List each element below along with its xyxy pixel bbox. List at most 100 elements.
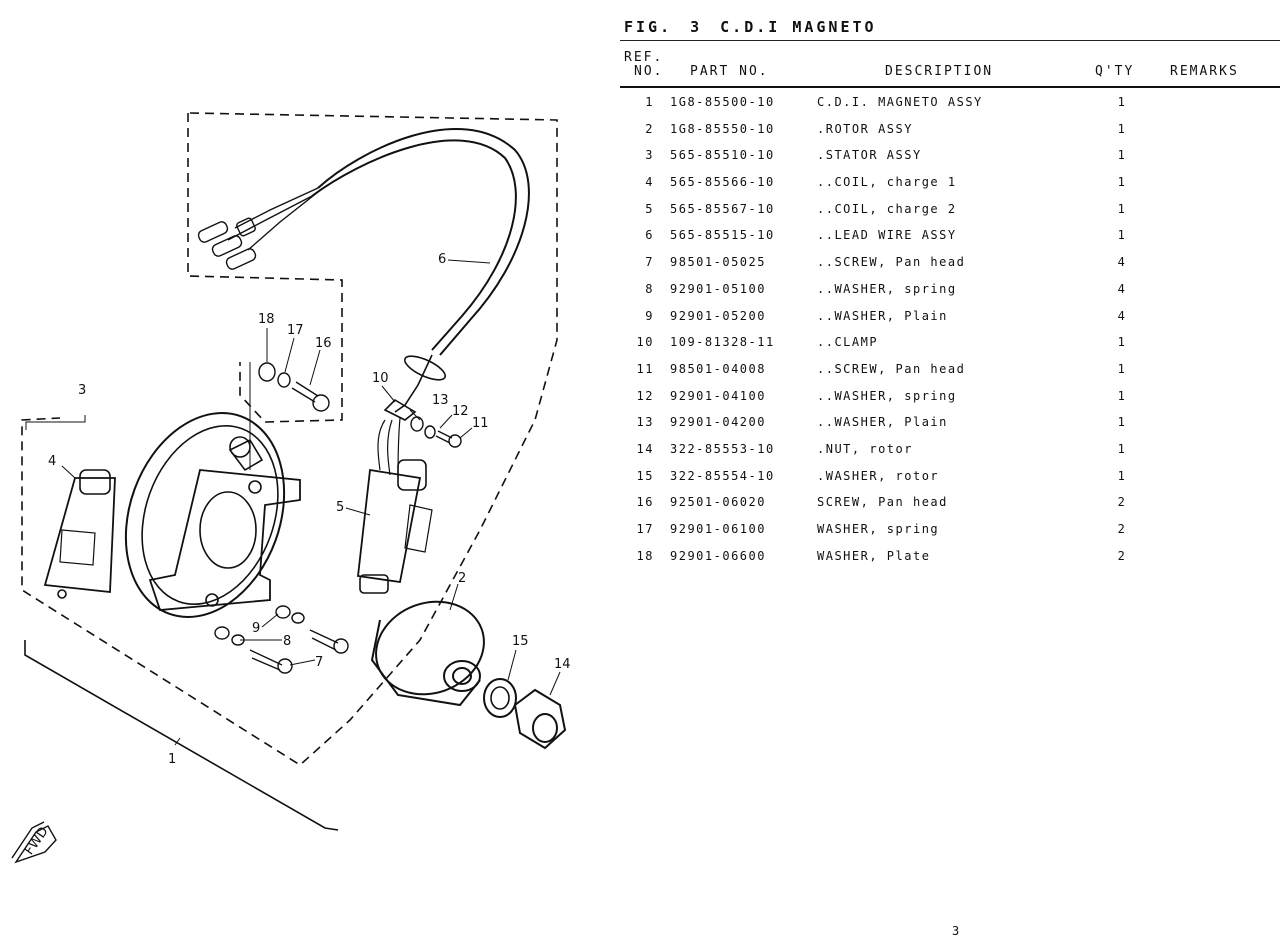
ref-no: 6 [645, 228, 654, 243]
ref-no: 5 [645, 201, 654, 216]
exploded-parts-diagram: 6 3 4 5 2 15 14 18 17 16 10 13 12 11 9 8… [0, 0, 600, 938]
screws-and-washers-upper [258, 362, 330, 412]
qty: 1 [1117, 441, 1127, 456]
qty: 2 [1117, 522, 1127, 536]
callout-16: 16 [315, 336, 332, 351]
part-no: 98501-05025 [670, 255, 766, 270]
stator-group-outline [187, 113, 343, 423]
description: C.D.I. MAGNETO ASSY [817, 95, 983, 109]
part-no: 92901-04200 [670, 415, 766, 430]
header-divider [620, 86, 1280, 88]
charge-coil-2 [357, 459, 433, 594]
part-no: 565-85566-10 [670, 175, 775, 190]
callout-6: 6 [438, 252, 446, 267]
qty: 1 [1117, 361, 1127, 376]
callout-11: 11 [472, 416, 489, 431]
screws-and-washers-small [410, 416, 462, 448]
part-no: 322-85553-10 [670, 441, 775, 456]
ref-no: 7 [645, 255, 654, 270]
ref-no: 11 [636, 361, 654, 376]
qty: 1 [1117, 148, 1127, 163]
description: SCREW, Pan head [817, 495, 948, 510]
callout-1: 1 [168, 752, 176, 767]
part-no: 98501-04008 [670, 361, 766, 376]
lead-wire [317, 128, 530, 356]
figure-label: FIG. [624, 18, 673, 36]
qty: 1 [1117, 388, 1127, 403]
description: .WASHER, rotor [817, 468, 940, 483]
part-no: 565-85515-10 [670, 228, 775, 243]
header-part-no: PART NO. [690, 64, 769, 79]
part-no: 92901-05100 [670, 281, 766, 296]
part-no: 565-85510-10 [670, 148, 775, 163]
callout-13: 13 [432, 393, 449, 408]
part-no: 92901-06600 [670, 548, 766, 563]
lead-wire-group-outline [21, 112, 558, 766]
ref-no: 2 [645, 121, 654, 136]
part-no: 92901-05200 [670, 308, 766, 323]
description: ..LEAD WIRE ASSY [817, 228, 957, 243]
rotor-assy [370, 600, 485, 707]
callout-7: 7 [315, 655, 323, 670]
nut-rotor [513, 688, 567, 750]
description: ..WASHER, spring [817, 281, 957, 296]
ref-no: 9 [645, 308, 654, 323]
part-no: 92501-06020 [670, 495, 766, 510]
title-divider [620, 40, 1280, 41]
qty: 1 [1117, 201, 1127, 216]
clamp [383, 398, 417, 421]
qty: 4 [1117, 255, 1127, 270]
callout-9: 9 [252, 621, 260, 636]
part-no: 92901-04100 [670, 388, 766, 403]
callout-17: 17 [287, 323, 304, 338]
ref-no: 18 [636, 548, 654, 563]
ref-no: 12 [636, 388, 654, 403]
callout-12: 12 [452, 404, 469, 419]
stator-plate [148, 469, 301, 611]
qty: 1 [1117, 175, 1127, 190]
callout-3: 3 [78, 383, 86, 398]
header-description: DESCRIPTION [885, 64, 994, 79]
magneto-assy-bracket [24, 640, 339, 831]
header-ref-line1: REF. [624, 50, 664, 65]
header-ref-line2: NO. [634, 64, 664, 79]
qty: 1 [1117, 415, 1127, 430]
part-no: 1G8-85500-10 [670, 95, 775, 109]
header-remarks: REMARKS [1170, 64, 1239, 79]
screws-and-washers-lower [214, 605, 349, 674]
description: WASHER, Plate [817, 548, 931, 563]
callout-4: 4 [48, 454, 56, 469]
fwd-arrow [11, 821, 57, 864]
ref-no: 15 [636, 468, 654, 483]
figure-name: C.D.I MAGNETO [720, 18, 877, 36]
qty: 1 [1117, 95, 1127, 109]
fwd-label: FWD [22, 824, 52, 857]
ref-no: 10 [636, 335, 654, 350]
grommet [403, 355, 447, 381]
ref-no: 16 [636, 495, 654, 510]
connectors [197, 187, 319, 270]
qty: 1 [1117, 468, 1127, 483]
description: ..COIL, charge 1 [817, 175, 957, 190]
callout-2: 2 [458, 571, 466, 586]
callout-15: 15 [512, 634, 529, 649]
callout-18: 18 [258, 312, 275, 327]
part-no: 109-81328-11 [670, 335, 775, 350]
stator-base [124, 412, 286, 618]
qty: 1 [1117, 335, 1127, 350]
ref-no: 3 [645, 148, 654, 163]
